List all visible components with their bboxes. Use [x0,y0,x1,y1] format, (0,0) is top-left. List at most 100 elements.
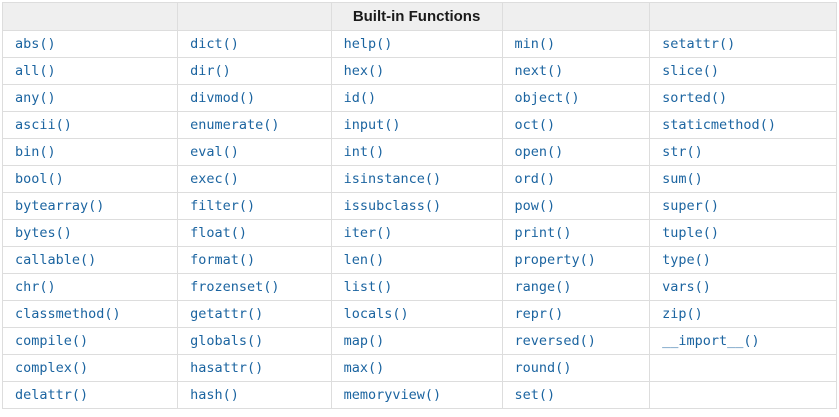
function-cell: list() [330,273,503,301]
function-link[interactable]: callable() [15,252,97,268]
function-link[interactable]: staticmethod() [662,117,776,133]
function-cell: repr() [501,300,651,328]
function-link[interactable]: eval() [190,144,239,160]
function-link[interactable]: all() [15,63,56,79]
function-link[interactable]: divmod() [190,90,256,106]
function-link[interactable]: pow() [514,198,556,214]
function-link[interactable]: format() [190,252,256,268]
function-link[interactable]: list() [343,279,393,295]
function-link[interactable]: min() [514,36,556,52]
function-link[interactable]: setattr() [662,36,736,52]
function-cell: ord() [501,165,651,193]
function-link[interactable]: sorted() [662,90,728,106]
function-link[interactable]: enumerate() [190,117,280,133]
function-cell: input() [330,111,503,139]
function-cell: type() [649,246,837,274]
empty-cell [649,354,837,382]
table-header-row: Built-in Functions [1,2,837,31]
table-row: delattr() hash() memoryview() set() [1,381,837,409]
function-link[interactable]: chr() [15,279,56,295]
function-link[interactable]: memoryview() [343,387,442,403]
function-cell: enumerate() [177,111,332,139]
function-link[interactable]: compile() [15,333,89,349]
function-link[interactable]: oct() [514,117,556,133]
function-cell: zip() [649,300,837,328]
function-link[interactable]: bool() [15,171,64,187]
function-cell: property() [501,246,651,274]
function-link[interactable]: type() [662,252,711,268]
function-link[interactable]: locals() [343,306,409,322]
function-cell: __import__() [649,327,837,355]
function-link[interactable]: zip() [662,306,703,322]
function-link[interactable]: super() [662,198,720,214]
function-link[interactable]: bin() [15,144,56,160]
function-link[interactable]: __import__() [662,333,760,349]
function-cell: issubclass() [330,192,503,220]
function-cell: set() [501,381,651,409]
function-link[interactable]: int() [343,144,385,160]
function-link[interactable]: classmethod() [15,306,121,322]
function-link[interactable]: delattr() [15,387,89,403]
function-link[interactable]: reversed() [514,333,596,349]
function-link[interactable]: complex() [15,360,89,376]
function-link[interactable]: dict() [190,36,239,52]
function-link[interactable]: map() [343,333,385,349]
function-link[interactable]: print() [514,225,572,241]
function-link[interactable]: bytes() [15,225,72,241]
function-cell: getattr() [177,300,332,328]
function-link[interactable]: issubclass() [343,198,442,214]
function-link[interactable]: id() [343,90,377,106]
function-link[interactable]: set() [514,387,556,403]
function-cell: sum() [649,165,837,193]
function-link[interactable]: vars() [662,279,711,295]
function-cell: eval() [177,138,332,166]
function-link[interactable]: abs() [15,36,56,52]
function-cell: float() [177,219,332,247]
function-link[interactable]: next() [514,63,564,79]
function-cell: chr() [1,273,179,301]
function-link[interactable]: frozenset() [190,279,280,295]
table-row: all() dir() hex() next() slice() [1,57,837,85]
function-cell: any() [1,84,179,112]
function-link[interactable]: globals() [190,333,264,349]
table-row: bin() eval() int() open() str() [1,138,837,166]
function-link[interactable]: dir() [190,63,231,79]
function-link[interactable]: bytearray() [15,198,105,214]
function-link[interactable]: max() [343,360,385,376]
function-link[interactable]: input() [343,117,401,133]
function-link[interactable]: hex() [343,63,385,79]
function-link[interactable]: ord() [514,171,556,187]
function-cell: hash() [177,381,332,409]
function-link[interactable]: isinstance() [343,171,442,187]
function-cell: object() [501,84,651,112]
function-cell: hasattr() [177,354,332,382]
function-link[interactable]: open() [514,144,564,160]
function-link[interactable]: iter() [343,225,393,241]
function-link[interactable]: help() [343,36,393,52]
table-row: bytearray() filter() issubclass() pow() supe… [1,192,837,220]
function-link[interactable]: slice() [662,63,720,79]
function-link[interactable]: repr() [514,306,564,322]
table-row: any() divmod() id() object() sorted() [1,84,837,112]
function-cell: hex() [330,57,503,85]
function-cell: dir() [177,57,332,85]
function-link[interactable]: any() [15,90,56,106]
function-link[interactable]: range() [514,279,572,295]
function-link[interactable]: exec() [190,171,239,187]
function-link[interactable]: hasattr() [190,360,264,376]
function-link[interactable]: getattr() [190,306,264,322]
function-link[interactable]: float() [190,225,248,241]
function-link[interactable]: len() [343,252,385,268]
function-link[interactable]: property() [514,252,596,268]
function-cell: classmethod() [1,300,179,328]
header-cell-empty [501,2,651,31]
function-link[interactable]: sum() [662,171,703,187]
function-link[interactable]: str() [662,144,703,160]
function-link[interactable]: filter() [190,198,256,214]
function-link[interactable]: object() [514,90,580,106]
function-link[interactable]: hash() [190,387,239,403]
function-cell: round() [501,354,651,382]
function-link[interactable]: tuple() [662,225,720,241]
function-link[interactable]: round() [514,360,572,376]
function-link[interactable]: ascii() [15,117,72,133]
